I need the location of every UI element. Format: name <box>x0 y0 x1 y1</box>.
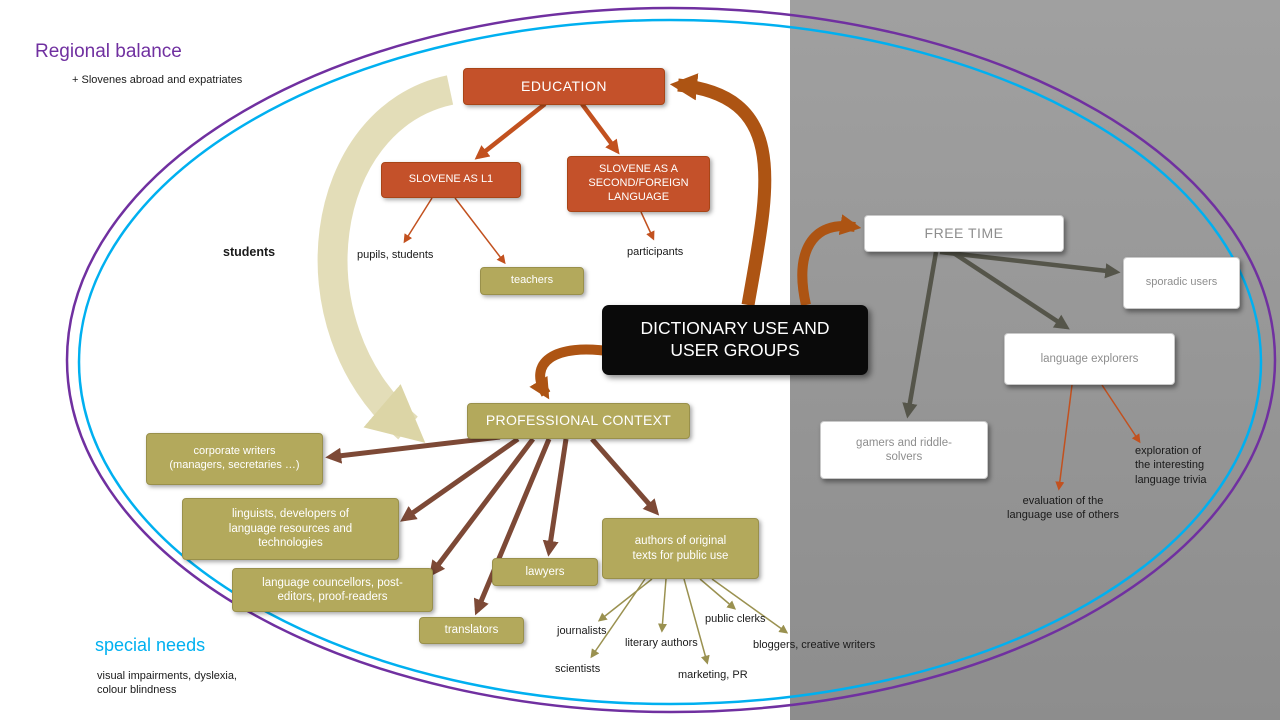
slovenes-abroad-label: + Slovenes abroad and expatriates <box>72 74 243 86</box>
dictionary-use-title-box: DICTIONARY USE AND USER GROUPS <box>602 305 868 375</box>
professional-context-box: PROFESSIONAL CONTEXT <box>467 403 690 439</box>
arrow-education-to-slovene-l2 <box>580 102 620 155</box>
arrow-l2-to-participants <box>640 211 655 241</box>
arrow-professional-to-lawyers <box>542 438 569 557</box>
students-label: students <box>223 245 276 259</box>
language-councellors-box: language councellors, post- editors, pro… <box>232 568 433 612</box>
arrow-professional-to-authors <box>590 437 660 516</box>
teachers-box: teachers <box>480 267 584 295</box>
translators-box: translators <box>419 617 524 644</box>
free-time-box: FREE TIME <box>864 215 1064 252</box>
participants-label: participants <box>627 246 684 258</box>
corporate-writers-box: corporate writers (managers, secretaries… <box>146 433 323 485</box>
public-clerks-label: public clerks <box>705 613 766 625</box>
arrow-professional-to-corporate <box>325 434 501 464</box>
education-box: EDUCATION <box>463 68 665 105</box>
slovene-l1-box: SLOVENE AS L1 <box>381 162 521 198</box>
bloggers-creative-writers-label: bloggers, creative writers <box>753 639 876 651</box>
arrow-authors-to-literary <box>658 578 667 633</box>
regional-balance-label: Regional balance <box>35 41 182 62</box>
special-needs-label: special needs <box>95 635 206 655</box>
arrow-professional-to-councellors <box>429 437 535 577</box>
slovene-l2-box: SLOVENE AS A SECOND/FOREIGN LANGUAGE <box>567 156 710 212</box>
arrow-authors-to-clerks <box>699 578 737 610</box>
scientists-label: scientists <box>555 663 601 675</box>
arrow-authors-to-journalists <box>597 578 653 622</box>
sporadic-users-box: sporadic users <box>1123 257 1240 309</box>
arrow-professional-to-linguists <box>400 436 520 522</box>
arrow-l1-to-teachers <box>454 197 506 265</box>
evaluation-label: evaluation of the language use of others <box>1007 495 1119 522</box>
journalists-label: journalists <box>557 625 607 637</box>
language-explorers-box: language explorers <box>1004 333 1175 385</box>
authors-original-texts-box: authors of original texts for public use <box>602 518 759 579</box>
arrow-l1-to-pupils <box>403 197 433 244</box>
lawyers-box: lawyers <box>492 558 598 586</box>
special-needs-detail-label: visual impairments, dyslexia, colour bli… <box>97 670 237 697</box>
pupils-students-label: pupils, students <box>357 249 434 261</box>
exploration-label: exploration of the interesting language … <box>1135 445 1207 486</box>
literary-authors-label: literary authors <box>625 637 698 649</box>
gamers-riddle-solvers-box: gamers and riddle- solvers <box>820 421 988 479</box>
marketing-pr-label: marketing, PR <box>678 669 748 681</box>
linguists-box: linguists, developers of language resour… <box>182 498 399 560</box>
arrow-education-to-slovene-l1 <box>474 102 547 160</box>
